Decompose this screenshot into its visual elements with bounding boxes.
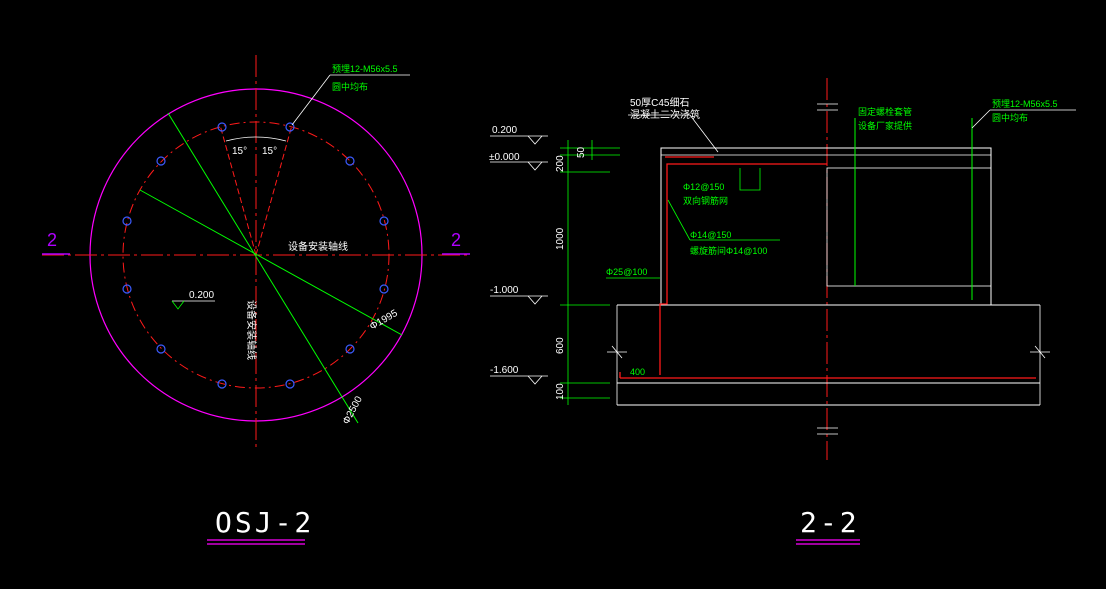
section-sleeve-note-1: 固定螺栓套管 (858, 106, 912, 117)
section-bottom-rebar-note: Φ25@100 (606, 267, 647, 277)
plan-elevation: 0.200 (189, 290, 214, 301)
plan-axis-label-vertical: 设备安装轴线 (245, 300, 258, 360)
section-bolt-note-1: 预埋12-M56x5.5 (992, 99, 1058, 109)
section-break-left (607, 345, 627, 359)
section-ring-note-2: 螺旋筋间Φ14@100 (690, 245, 767, 256)
plan-dia-outer-label: Φ2500 (341, 394, 365, 426)
plan-section-mark-left: 2 (47, 230, 57, 250)
section-dim-100: 100 (555, 383, 566, 400)
section-view: 50 200 1000 600 100 0.200 ±0.000 -1.000 … (489, 78, 1076, 545)
plan-bolt-holes (122, 122, 389, 389)
plan-diameter-inner-line (139, 189, 403, 336)
plan-angle-a: 15° (232, 146, 247, 157)
bolt-hole (285, 122, 295, 132)
section-bolt-note-2: 圆中均布 (992, 112, 1028, 123)
plan-sector-arc (225, 136, 287, 142)
elev-triangle-top (527, 135, 543, 145)
section-bolt-leader (971, 109, 991, 129)
section-grout-leader (689, 114, 719, 153)
section-dim-1000: 1000 (555, 227, 566, 250)
plan-angle-b: 15° (262, 146, 277, 157)
elev-triangle-bottom (527, 375, 543, 385)
section-dim-600: 600 (555, 337, 566, 354)
section-elevations (490, 135, 548, 385)
plan-section-mark-right: 2 (451, 230, 461, 250)
bolt-hole (156, 344, 166, 354)
bolt-hole (285, 379, 295, 389)
section-ring-note-1: Φ14@150 (690, 230, 731, 240)
section-rebar-outer (659, 163, 827, 375)
bolt-hole (345, 156, 355, 166)
section-elev-bottom: -1.600 (490, 365, 519, 376)
section-mesh-note-1: Φ12@150 (683, 182, 724, 192)
section-grout-note-1: 50厚C45细石 (630, 96, 689, 109)
bolt-hole (156, 156, 166, 166)
section-mesh-note-2: 双向钢筋网 (683, 195, 728, 206)
elev-triangle-zero (527, 161, 543, 171)
plan-bolt-note-1: 预埋12-M56x5.5 (332, 64, 398, 74)
plan-diameter-outer-line (167, 112, 359, 424)
bolt-hole (379, 284, 389, 294)
section-elev-top: 0.200 (492, 125, 517, 136)
section-sleeve-box (826, 167, 992, 287)
section-dim-50: 50 (576, 146, 587, 158)
section-dim-200: 200 (555, 155, 566, 172)
section-ring-leader (667, 199, 691, 241)
bolt-hole (345, 344, 355, 354)
section-elev-zero: ±0.000 (489, 152, 520, 163)
section-break-right (1030, 345, 1050, 359)
section-mesh-leader (739, 168, 761, 191)
bolt-hole (379, 216, 389, 226)
plan-bolt-note-2: 圆中均布 (332, 81, 368, 92)
plan-elevation-triangle (171, 300, 185, 310)
bolt-hole (122, 216, 132, 226)
plan-title: OSJ-2 (215, 506, 314, 539)
section-sleeve-note-2: 设备厂家提供 (858, 120, 912, 131)
section-dim-400: 400 (630, 367, 645, 377)
plan-sector-line-right (255, 124, 293, 256)
plan-axis-label: 设备安装轴线 (288, 240, 348, 253)
bolt-hole (217, 379, 227, 389)
plan-view: 15° 15° Φ2500 Φ1995 预埋12-M56 (42, 55, 470, 545)
bolt-hole (122, 284, 132, 294)
section-title: 2-2 (800, 506, 860, 539)
section-dim-ticks (560, 147, 620, 399)
plan-bolt-leader (291, 74, 331, 126)
plan-dia-inner-label: Φ1995 (368, 308, 400, 333)
elev-triangle-mid (527, 295, 543, 305)
section-pedestal (660, 147, 992, 306)
plan-sector-line-left (219, 124, 257, 256)
bolt-hole (217, 122, 227, 132)
section-elev-mid: -1.000 (490, 285, 519, 296)
section-grout-note-2: 混凝土二次浇筑 (630, 108, 700, 121)
